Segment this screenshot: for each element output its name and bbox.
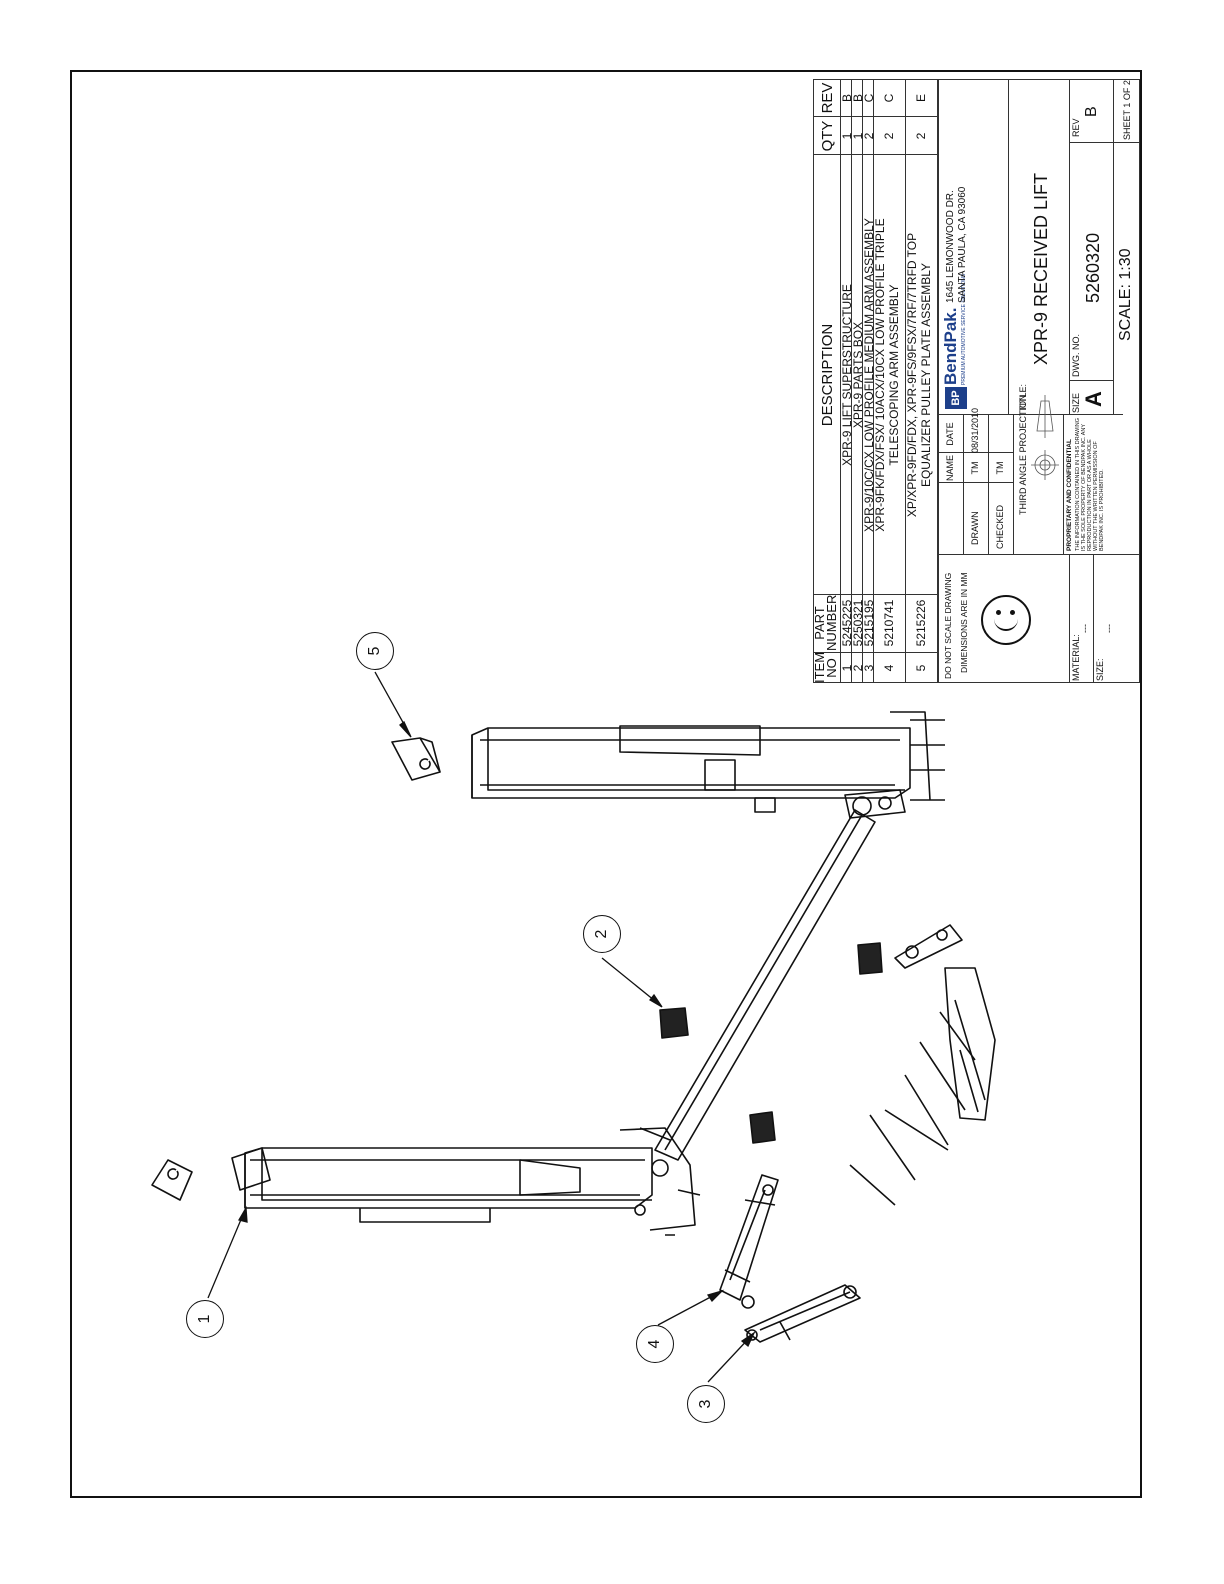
drawn-label: DRAWN xyxy=(970,511,980,545)
drawing-scale: SCALE: 1:30 xyxy=(1117,248,1134,342)
date-column-label: DATE xyxy=(945,422,955,446)
revision: B xyxy=(1083,106,1100,117)
bom-description-line2: EQUALIZER PULLEY PLATE ASSEMBLY xyxy=(919,262,933,488)
rev-label: REV xyxy=(1071,118,1081,137)
bom-part: 5210741 xyxy=(882,599,896,647)
rubber-pads xyxy=(659,942,883,1144)
company-name: BendPak. xyxy=(941,307,960,385)
left-post xyxy=(231,1127,701,1236)
drawn-name: TM xyxy=(970,461,980,475)
smiley-face-icon xyxy=(981,595,1031,645)
bom-rev: C xyxy=(882,93,896,103)
title-block: ITEM NO PART NUMBER DESCRIPTION QTY REV … xyxy=(812,79,1140,683)
drawn-date: 08/31/2010 xyxy=(970,407,980,453)
balloon-3: 3 xyxy=(687,1385,725,1423)
bom-item: 5 xyxy=(914,664,928,672)
balloon-5: 5 xyxy=(356,632,394,670)
telescoping-arm xyxy=(719,1174,779,1309)
pulley-plate-bottom xyxy=(151,1159,193,1201)
material-label: MATERIAL: xyxy=(1071,634,1081,681)
bom-description: XPR-9FK/FDX/FSX/ 10ACX/10CX LOW PROFILE … xyxy=(873,218,887,532)
overhead-beam xyxy=(654,809,876,1161)
bom-description-line2: TELESCOPING ARM ASSEMBLY xyxy=(887,284,901,466)
right-post xyxy=(471,711,945,819)
pulley-plate-top xyxy=(391,737,441,781)
size-label: SIZE xyxy=(1071,392,1081,413)
do-not-scale-note: DO NOT SCALE DRAWING xyxy=(943,572,953,679)
sheet-number: SHEET 1 OF 2 xyxy=(1122,80,1132,140)
bom-header-rev: REV xyxy=(819,82,836,114)
size-small-value: --- xyxy=(1104,624,1114,633)
sheet-size: A xyxy=(1081,391,1106,407)
arm-adapter-right xyxy=(894,924,996,1121)
bolts xyxy=(849,1011,976,1206)
medium-arm xyxy=(744,1284,861,1343)
proprietary-heading: PROPRIETARY AND CONFIDENTIAL xyxy=(1066,439,1073,551)
proprietary-text: THE INFORMATION CONTAINED IN THIS DRAWIN… xyxy=(1075,417,1105,551)
bom-rev: E xyxy=(914,94,928,103)
bom-qty: 2 xyxy=(914,132,928,140)
address-line-2: SANTA PAULA, CA 93060 xyxy=(957,186,968,303)
size-small-label: SIZE: xyxy=(1095,658,1105,681)
dimensions-note: DIMENSIONS ARE IN MM xyxy=(959,572,969,673)
drawing-title: XPR-9 RECEIVED LIFT xyxy=(1031,172,1051,365)
bom-header-qty: QTY xyxy=(819,120,836,152)
balloon-2: 2 xyxy=(583,915,621,953)
dwg-no-label: DWG. NO. xyxy=(1071,334,1081,377)
bom-description: XP/XPR-9FD/FDX, XPR-9FS/9FSX/7RF/7TRFD T… xyxy=(905,232,919,518)
bom-header-part: PART NUMBER xyxy=(812,594,839,651)
bom-header-description: DESCRIPTION xyxy=(819,323,836,427)
bom-part: 5215226 xyxy=(914,599,928,647)
name-column-label: NAME xyxy=(945,455,955,482)
bendpak-logo-icon: BP xyxy=(945,387,967,409)
balloon-1: 1 xyxy=(186,1300,224,1338)
bom-item: 4 xyxy=(882,664,896,672)
balloon-4: 4 xyxy=(636,1325,674,1363)
material-value: --- xyxy=(1080,624,1090,633)
address-line-1: 1645 LEMONWOOD DR. xyxy=(945,190,956,303)
bom-qty: 2 xyxy=(882,132,896,140)
drawing-number: 5260320 xyxy=(1083,232,1103,303)
checked-label: CHECKED xyxy=(995,504,1005,549)
drawing-sheet-border xyxy=(70,70,1142,1498)
checked-name: TM xyxy=(995,461,1005,475)
bom-header-item: ITEM NO xyxy=(812,651,839,683)
title-label: TITLE: xyxy=(1018,383,1028,411)
third-angle-projection-icon xyxy=(1031,395,1059,480)
projection-label: THIRD ANGLE PROJECTION xyxy=(1018,394,1028,515)
